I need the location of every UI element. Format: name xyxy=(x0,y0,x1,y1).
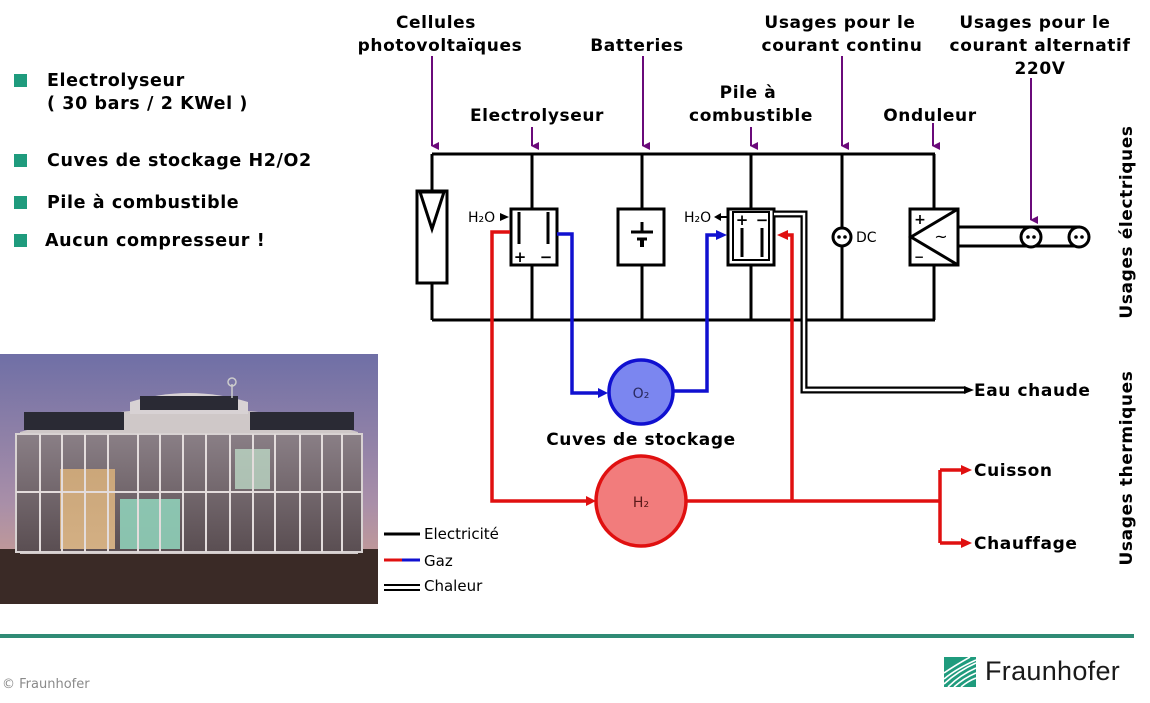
arrow-cuisson-icon xyxy=(961,465,972,475)
storage-label: Cuves de stockage xyxy=(546,430,736,450)
output-eau-chaude: Eau chaude xyxy=(974,381,1091,401)
arrow-chauffage-icon xyxy=(961,538,972,548)
legend-item-electricity: Electricité xyxy=(384,525,499,543)
bullet-item-cuves: Cuves de stockage H2/O2 xyxy=(14,150,311,171)
heat-line xyxy=(774,210,966,394)
battery-icon xyxy=(616,207,666,267)
bullet-item-electrolyseur: Electrolyseur ( 30 bars / 2 KWel ) xyxy=(14,70,247,114)
o2-tank-icon xyxy=(607,358,675,426)
fuel-cell-icon: + − xyxy=(726,207,776,267)
footer-divider xyxy=(0,634,1134,638)
side-label-electrical: Usages électriques xyxy=(1117,125,1137,318)
bullet-item-pile: Pile à combustible xyxy=(14,192,239,213)
legend: Electricité Gaz Chaleur xyxy=(384,525,499,595)
label-batteries: Batteries xyxy=(590,36,683,56)
legend-item-gas: Gaz xyxy=(384,552,453,570)
fuel-cell-minus: − xyxy=(756,211,769,229)
fraunhofer-logo: Fraunhofer xyxy=(944,656,1120,687)
oxygen-lines xyxy=(557,232,718,395)
dc-label: DC xyxy=(856,230,877,246)
h2-arrow-into-tank-icon xyxy=(586,496,596,506)
o2-tank-label: O₂ xyxy=(633,386,650,402)
bullet-text: Cuves de stockage H2/O2 xyxy=(47,151,312,171)
label-cellules: Cellules xyxy=(396,13,476,33)
h2-arrow-into-fuel-cell-icon xyxy=(777,230,788,240)
fuel-cell-water-output: H₂O xyxy=(684,210,711,226)
bullet-item-compresseur: Aucun compresseur ! xyxy=(14,230,265,251)
inverter-minus: − xyxy=(914,250,924,264)
water-out-arrow-icon xyxy=(714,213,727,221)
square-bullet-icon xyxy=(14,154,27,167)
copyright-text: © Fraunhofer xyxy=(2,677,90,692)
label-ac-usage-1: Usages pour le xyxy=(959,13,1110,33)
electric-bus xyxy=(430,152,1080,322)
inverter-plus: + xyxy=(914,212,926,228)
legend-item-heat: Chaleur xyxy=(384,577,483,595)
label-ac-usage-2: courant alternatif xyxy=(950,36,1131,56)
h2-tank-icon xyxy=(594,454,688,548)
bullet-text: Electrolyseur ( 30 bars / 2 KWel ) xyxy=(47,71,248,114)
building-photo xyxy=(0,354,378,604)
legend-label: Electricité xyxy=(424,525,499,543)
bullet-text: Pile à combustible xyxy=(47,193,240,213)
square-bullet-icon xyxy=(14,196,27,209)
square-bullet-icon xyxy=(14,74,27,87)
square-bullet-icon xyxy=(14,234,27,247)
inverter-ac-symbol: ~ xyxy=(934,227,947,246)
label-dc-usage-1: Usages pour le xyxy=(764,13,915,33)
fraunhofer-logo-icon xyxy=(944,656,976,687)
o2-arrow-into-tank-icon xyxy=(598,388,608,398)
o2-arrow-into-fuel-cell-icon xyxy=(716,230,727,240)
electrolyser-icon: + − xyxy=(509,207,559,267)
electrolyser-minus: − xyxy=(540,248,553,266)
ac-socket-end-icon xyxy=(1067,225,1091,249)
h2-tank-label: H₂ xyxy=(633,495,649,511)
output-cuisson: Cuisson xyxy=(974,461,1053,481)
label-photovoltaiques: photovoltaïques xyxy=(358,36,523,56)
legend-label: Gaz xyxy=(424,552,453,570)
electrolyser-plus: + xyxy=(514,248,527,266)
ac-socket-icon xyxy=(1019,225,1043,249)
logo-text: Fraunhofer xyxy=(985,656,1121,686)
label-ac-voltage: 220V xyxy=(1014,59,1065,79)
fuel-cell-plus: + xyxy=(736,211,749,229)
pointer-arrows xyxy=(431,56,1038,224)
legend-label: Chaleur xyxy=(424,577,483,595)
label-onduleur: Onduleur xyxy=(883,106,976,126)
side-label-thermal: Usages thermiques xyxy=(1117,371,1137,566)
water-in-arrow-icon xyxy=(500,213,509,221)
pv-module-icon xyxy=(415,189,449,285)
electrolyser-water-input: H₂O xyxy=(468,210,495,226)
label-pile-a: Pile à xyxy=(720,83,777,103)
label-dc-usage-2: courant continu xyxy=(762,36,923,56)
label-electrolyseur: Electrolyseur xyxy=(470,106,604,126)
bullet-text: Aucun compresseur ! xyxy=(45,231,266,251)
dc-socket-icon xyxy=(831,226,853,248)
inverter-icon: + − ~ xyxy=(908,207,960,267)
output-chauffage: Chauffage xyxy=(974,534,1078,554)
arrow-eau-chaude-icon xyxy=(964,386,974,394)
label-combustible: combustible xyxy=(689,106,813,126)
